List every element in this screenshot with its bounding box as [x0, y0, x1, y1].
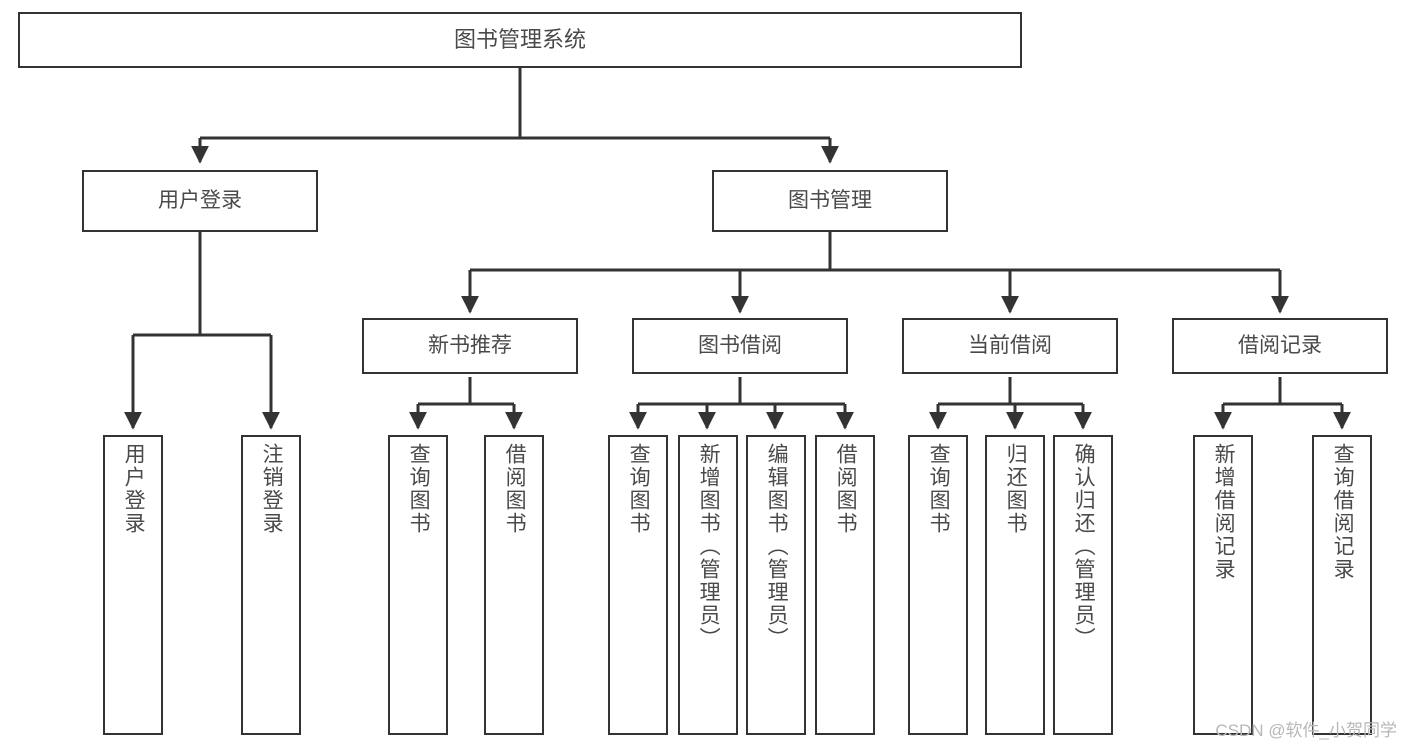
leaf-return-book-label: 归还图书 [1004, 443, 1028, 535]
leaf-user-login-label: 用户登录 [122, 443, 146, 535]
node-borrow-record[interactable]: 借阅记录 [1172, 318, 1388, 374]
leaf-query-book-recommend[interactable]: 查询图书 [388, 435, 448, 735]
node-current-borrow[interactable]: 当前借阅 [902, 318, 1118, 374]
node-new-book-recommend[interactable]: 新书推荐 [362, 318, 578, 374]
leaf-query-book-borrow[interactable]: 查询图书 [608, 435, 668, 735]
leaf-query-book-borrow-label: 查询图书 [627, 443, 651, 535]
leaf-borrow-book-recommend-label: 借阅图书 [503, 443, 527, 535]
leaf-query-borrow-record[interactable]: 查询借阅记录 [1312, 435, 1372, 735]
leaf-return-book[interactable]: 归还图书 [985, 435, 1045, 735]
node-root[interactable]: 图书管理系统 [18, 12, 1022, 68]
leaf-query-borrow-record-label: 查询借阅记录 [1331, 443, 1355, 581]
node-user-login-label: 用户登录 [158, 188, 242, 212]
node-current-borrow-label: 当前借阅 [968, 333, 1052, 357]
leaf-add-borrow-record-label: 新增借阅记录 [1212, 443, 1236, 581]
node-book-borrow-label: 图书借阅 [698, 333, 782, 357]
leaf-confirm-return-admin[interactable]: 确认归还（管理员） [1053, 435, 1113, 735]
leaf-confirm-return-admin-label: 确认归还（管理员） [1072, 443, 1096, 650]
node-book-management[interactable]: 图书管理 [712, 170, 948, 232]
node-root-label: 图书管理系统 [453, 27, 586, 53]
leaf-query-book-current-label: 查询图书 [927, 443, 951, 535]
leaf-add-borrow-record[interactable]: 新增借阅记录 [1193, 435, 1253, 735]
leaf-logout[interactable]: 注销登录 [241, 435, 301, 735]
node-user-login[interactable]: 用户登录 [82, 170, 318, 232]
leaf-user-login[interactable]: 用户登录 [103, 435, 163, 735]
leaf-borrow-book-borrow[interactable]: 借阅图书 [815, 435, 875, 735]
node-book-management-label: 图书管理 [788, 188, 872, 212]
watermark: CSDN @软件_小贺同学 [1215, 721, 1397, 740]
leaf-edit-book-admin[interactable]: 编辑图书（管理员） [746, 435, 806, 735]
leaf-borrow-book-borrow-label: 借阅图书 [834, 443, 858, 535]
leaf-query-book-recommend-label: 查询图书 [407, 443, 431, 535]
leaf-add-book-admin[interactable]: 新增图书（管理员） [678, 435, 738, 735]
leaf-query-book-current[interactable]: 查询图书 [908, 435, 968, 735]
node-borrow-record-label: 借阅记录 [1238, 333, 1322, 357]
leaf-logout-label: 注销登录 [260, 443, 284, 535]
leaf-add-book-admin-label: 新增图书（管理员） [697, 443, 721, 650]
node-book-borrow[interactable]: 图书借阅 [632, 318, 848, 374]
leaf-borrow-book-recommend[interactable]: 借阅图书 [484, 435, 544, 735]
node-new-book-recommend-label: 新书推荐 [428, 333, 512, 357]
leaf-edit-book-admin-label: 编辑图书（管理员） [765, 443, 789, 650]
